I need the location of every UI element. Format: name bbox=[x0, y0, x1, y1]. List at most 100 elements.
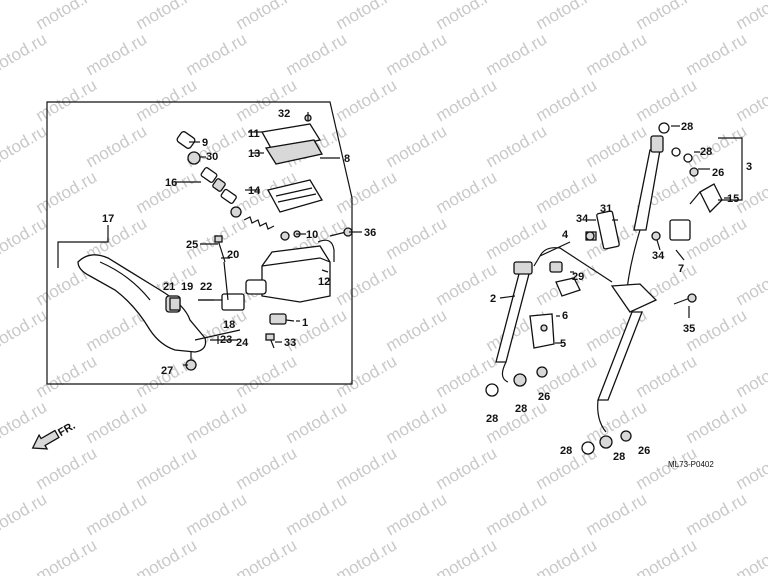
watermark-text: motod.ru bbox=[283, 397, 351, 447]
direction-label: FR. bbox=[56, 420, 77, 439]
watermark-text: motod.ru bbox=[133, 535, 201, 576]
watermark-text: motod.ru bbox=[83, 397, 151, 447]
callout-14: 14 bbox=[248, 185, 261, 197]
watermark-text: motod.ru bbox=[583, 29, 651, 79]
watermark-text: motod.ru bbox=[183, 397, 251, 447]
watermark-text: motod.ru bbox=[333, 535, 401, 576]
watermark-text: motod.ru bbox=[383, 489, 451, 539]
callout-29: 29 bbox=[572, 271, 584, 283]
callout-5: 5 bbox=[560, 338, 566, 350]
watermark-text: motod.ru bbox=[233, 351, 301, 401]
brake-switch bbox=[269, 313, 287, 325]
watermark-text: motod.ru bbox=[433, 443, 501, 493]
callout-24: 24 bbox=[236, 337, 249, 349]
callout-26-c: 26 bbox=[638, 445, 650, 457]
brake-pipe bbox=[539, 247, 613, 283]
watermark-text: motod.ru bbox=[83, 29, 151, 79]
watermark-text: motod.ru bbox=[283, 489, 351, 539]
piston bbox=[200, 167, 218, 183]
watermark-text: motod.ru bbox=[683, 213, 751, 263]
watermark-text: motod.ru bbox=[333, 443, 401, 493]
watermark-text: motod.ru bbox=[0, 121, 50, 171]
callout-35: 35 bbox=[683, 323, 695, 335]
watermark-text: motod.ru bbox=[333, 0, 401, 33]
callout-19: 19 bbox=[181, 281, 193, 293]
watermark-text: motod.ru bbox=[383, 397, 451, 447]
cap-plate bbox=[264, 139, 324, 165]
watermark-text: motod.ru bbox=[483, 29, 551, 79]
diaphragm bbox=[267, 179, 323, 213]
watermark-text: motod.ru bbox=[733, 351, 768, 401]
bolt-35 bbox=[673, 297, 691, 305]
watermark-text: motod.ru bbox=[0, 213, 50, 263]
bolt-10 bbox=[280, 231, 290, 241]
lower-hose-right bbox=[597, 311, 643, 401]
callout-18: 18 bbox=[223, 319, 235, 331]
watermark-text: motod.ru bbox=[383, 121, 451, 171]
three-way-joint bbox=[610, 283, 658, 313]
front-direction-arrow: FR. bbox=[31, 420, 78, 450]
callout-31: 31 bbox=[600, 203, 612, 215]
callout-13: 13 bbox=[248, 148, 260, 160]
callout-26-b: 26 bbox=[538, 391, 550, 403]
callout-16: 16 bbox=[165, 177, 177, 189]
dust-boot bbox=[176, 131, 196, 149]
brake-lever bbox=[77, 254, 207, 353]
watermark-text: motod.ru bbox=[733, 535, 768, 576]
watermark-text: motod.ru bbox=[633, 535, 701, 576]
watermark-text: motod.ru bbox=[133, 75, 201, 125]
callout-28-d: 28 bbox=[515, 403, 527, 415]
washer-28-top bbox=[658, 122, 670, 134]
callout-28-f: 28 bbox=[613, 451, 625, 463]
watermark-text: motod.ru bbox=[383, 29, 451, 79]
callout-6: 6 bbox=[562, 310, 568, 322]
banjo-bolt-36 bbox=[329, 231, 347, 237]
watermark-text: motod.ru bbox=[533, 75, 601, 125]
watermark-text: motod.ru bbox=[433, 167, 501, 217]
spring-pin bbox=[210, 336, 238, 344]
watermark-text: motod.ru bbox=[533, 535, 601, 576]
watermark-text: motod.ru bbox=[733, 259, 768, 309]
watermark-text: motod.ru bbox=[183, 489, 251, 539]
watermark-text: motod.ru bbox=[333, 351, 401, 401]
piston-ring bbox=[187, 151, 201, 165]
reservoir-cap bbox=[260, 123, 322, 151]
watermark-text: motod.ru bbox=[233, 535, 301, 576]
watermark-text: motod.ru bbox=[0, 305, 50, 355]
callout-labels: 32 11 13 8 9 30 16 14 17 25 10 36 20 12 … bbox=[102, 108, 752, 463]
watermark-text: motod.ru bbox=[433, 535, 501, 576]
watermark-text: motod.ru bbox=[0, 29, 50, 79]
callout-36: 36 bbox=[364, 227, 376, 239]
clamp-7 bbox=[669, 219, 691, 241]
diagram-code: ML73-P0402 bbox=[668, 460, 714, 469]
callout-21: 21 bbox=[163, 281, 175, 293]
callout-32: 32 bbox=[278, 108, 290, 120]
watermark-text: motod.ru bbox=[533, 0, 601, 33]
watermark-text: motod.ru bbox=[733, 0, 768, 33]
master-cylinder-body bbox=[261, 245, 331, 303]
watermark-text: motod.ru bbox=[33, 535, 101, 576]
clamp-ring bbox=[317, 239, 335, 262]
watermark-text: motod.ru bbox=[0, 489, 50, 539]
group-frame bbox=[46, 101, 353, 385]
callout-30: 30 bbox=[206, 151, 218, 163]
watermark-text: motod.ru bbox=[433, 0, 501, 33]
watermark-text: motod.ru bbox=[83, 489, 151, 539]
watermark-text: motod.ru bbox=[233, 0, 301, 33]
master-cylinder-group bbox=[46, 101, 353, 385]
callout-3: 3 bbox=[746, 161, 752, 173]
right-leader-lines bbox=[499, 125, 743, 344]
watermark-text: motod.ru bbox=[433, 75, 501, 125]
watermark-text: motod.ru bbox=[133, 0, 201, 33]
watermark-text: motod.ru bbox=[633, 351, 701, 401]
callout-28-a: 28 bbox=[681, 121, 693, 133]
watermark-text: motod.ru bbox=[683, 397, 751, 447]
watermark-text: motod.ru bbox=[633, 75, 701, 125]
watermark-text: motod.ru bbox=[33, 443, 101, 493]
callout-17: 17 bbox=[102, 213, 114, 225]
callout-7: 7 bbox=[678, 263, 684, 275]
watermark-text: motod.ru bbox=[183, 29, 251, 79]
watermark-text: motod.ru bbox=[383, 305, 451, 355]
grommet-29 bbox=[555, 277, 581, 297]
